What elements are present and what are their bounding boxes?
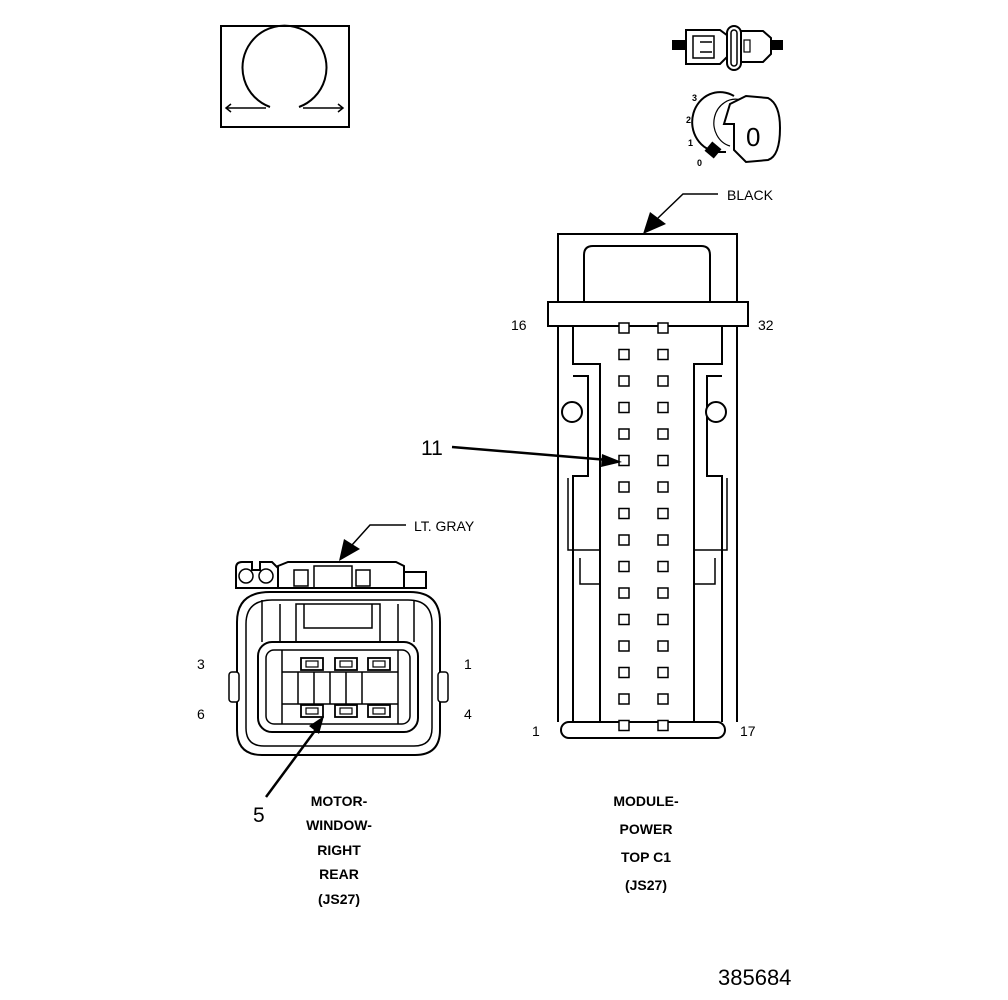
module-pin-cavity — [618, 401, 630, 414]
module-pin-cavity — [618, 587, 630, 599]
module-pin-cavity — [618, 348, 630, 361]
module-name-line-4: (JS27) — [625, 877, 667, 893]
module-pin-cavity — [618, 719, 630, 732]
motor-terminal-slot — [372, 660, 386, 668]
module-pin-cavity — [657, 719, 669, 732]
module-pin-cavity — [657, 322, 669, 334]
motor-terminal-top — [334, 657, 358, 671]
motor-name-line-4: REAR — [319, 866, 359, 882]
connector-lock-icon — [672, 25, 783, 71]
module-pin-label-32: 32 — [758, 317, 774, 333]
key-position-1: 1 — [688, 138, 693, 148]
module-pin-cavity — [618, 534, 630, 546]
module-pin-cavities — [618, 322, 669, 732]
motor-terminal-bottom — [367, 704, 391, 718]
key-position-2: 2 — [686, 115, 691, 125]
module-pin-label-16: 16 — [511, 317, 527, 333]
motor-name-line-1: MOTOR- — [311, 793, 368, 809]
module-pin-cavity — [657, 401, 669, 414]
module-pin-cavity — [657, 507, 669, 520]
module-name-line-3: TOP C1 — [621, 849, 671, 865]
motor-pin-label-3: 3 — [197, 656, 205, 672]
motor-terminal-bottom — [334, 704, 358, 718]
module-pin-cavity — [657, 587, 669, 599]
module-callout-number: 11 — [421, 437, 443, 460]
module-power-connector: BLACK 16 32 1 17 11 — [421, 187, 774, 893]
module-pin-cavity — [657, 534, 669, 546]
module-pin-cavity — [618, 428, 630, 440]
module-pin-cavity — [618, 507, 630, 520]
motor-terminal-slot — [372, 707, 386, 715]
module-pin-cavity — [657, 613, 669, 626]
module-name-line-2: POWER — [620, 821, 673, 837]
module-pin-cavity — [657, 481, 669, 493]
module-pin-cavity — [618, 375, 630, 387]
module-pin-cavity — [657, 348, 669, 361]
motor-pin-label-1: 1 — [464, 656, 472, 672]
key-digit: 0 — [746, 122, 760, 152]
motor-callout-number: 5 — [253, 804, 265, 827]
motor-terminal-slot — [305, 660, 319, 668]
motor-name-line-2: WINDOW- — [306, 817, 372, 833]
module-pin-cavity — [657, 454, 669, 467]
module-pin-cavity — [618, 322, 630, 334]
motor-terminal-bottom — [300, 704, 324, 718]
motor-pin-cavities — [300, 657, 391, 718]
motor-terminal-slot — [339, 707, 353, 715]
motor-terminal-top — [367, 657, 391, 671]
module-pin-cavity — [657, 666, 669, 679]
motor-terminal-slot — [305, 707, 319, 715]
module-pin-cavity — [657, 560, 669, 573]
module-pin-label-17: 17 — [740, 723, 756, 739]
motor-window-connector: LT. GRAY 3 — [197, 518, 475, 907]
module-pin-cavity — [618, 481, 630, 493]
module-name-line-1: MODULE- — [613, 793, 679, 809]
module-pin-cavity — [657, 375, 669, 387]
motor-pin-label-4: 4 — [464, 706, 472, 722]
motor-terminal-slot — [339, 660, 353, 668]
module-pin-cavity — [618, 640, 630, 652]
omega-seal-icon — [220, 24, 350, 128]
module-pin-cavity — [618, 666, 630, 679]
module-pin-label-1: 1 — [532, 723, 540, 739]
module-pin-cavity — [657, 428, 669, 440]
module-pin-cavity — [657, 640, 669, 652]
figure-number: 385684 — [718, 965, 791, 990]
key-position-0: 0 — [697, 158, 702, 168]
module-pin-cavity — [657, 693, 669, 705]
motor-color-label: LT. GRAY — [414, 518, 475, 534]
module-pin-cavity — [618, 560, 630, 573]
module-pin-cavity — [618, 613, 630, 626]
module-pin-cavity — [618, 454, 630, 467]
key-position-icon: 3 2 1 0 0 — [686, 91, 782, 168]
module-pin-cavity — [618, 693, 630, 705]
motor-pin-label-6: 6 — [197, 706, 205, 722]
motor-terminal-top — [300, 657, 324, 671]
motor-name-line-5: (JS27) — [318, 891, 360, 907]
module-color-label: BLACK — [727, 187, 774, 203]
motor-name-line-3: RIGHT — [317, 842, 361, 858]
key-position-3: 3 — [692, 93, 697, 103]
